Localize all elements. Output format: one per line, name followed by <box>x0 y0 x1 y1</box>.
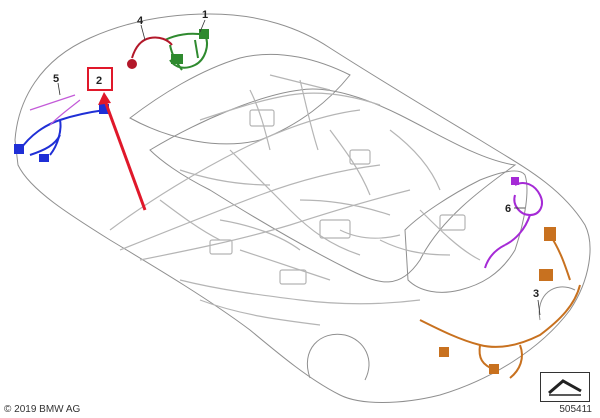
harness-6 <box>484 177 543 269</box>
callout-label-2: 2 <box>96 75 102 87</box>
callout-2: 2 <box>87 67 113 91</box>
callout-4: 4 <box>137 15 146 41</box>
car-body-outline <box>14 13 591 403</box>
harness-2-arrow <box>98 92 147 211</box>
copyright-text: © 2019 BMW AG <box>4 404 81 415</box>
diagram-id-text: 505411 <box>559 404 592 415</box>
background-wiring <box>109 74 481 326</box>
callout-label-5: 5 <box>53 73 59 85</box>
harness-4 <box>127 36 173 69</box>
harness-5 <box>14 104 109 162</box>
callout-1: 1 <box>199 9 208 33</box>
harness-5-secondary <box>29 94 81 126</box>
callout-5: 5 <box>53 73 61 96</box>
harness-1 <box>164 29 209 71</box>
callout-label-3: 3 <box>533 288 539 300</box>
callout-6: 6 <box>505 203 525 215</box>
callout-2-highlight-box <box>87 67 113 91</box>
navigation-arrow-icon <box>540 372 590 402</box>
callout-label-6: 6 <box>505 203 511 215</box>
callout-label-4: 4 <box>137 15 144 27</box>
callout-3: 3 <box>533 288 541 316</box>
callout-label-1: 1 <box>202 9 208 21</box>
harness-3 <box>419 227 581 379</box>
